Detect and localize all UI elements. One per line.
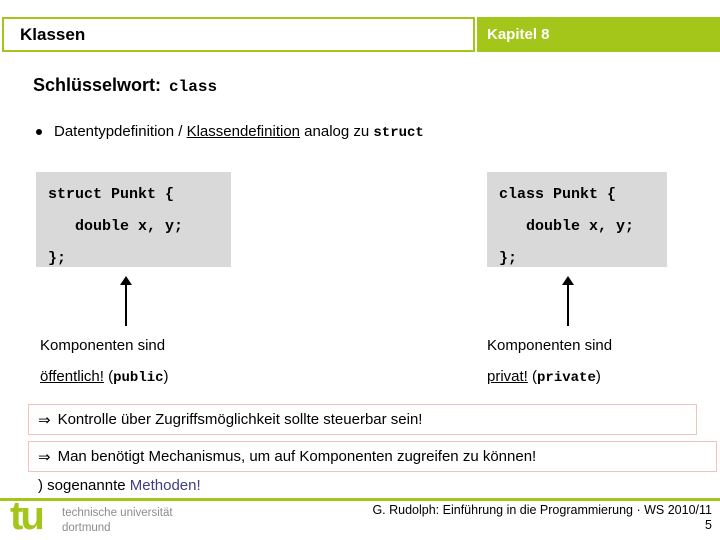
statement-text: Man benötigt Mechanismus, um auf Kompone… [57,448,537,465]
bullet-text-underlined: Klassendefinition [186,123,301,140]
bullet-icon [36,129,42,135]
chapter-label: Kapitel 8 [487,26,550,43]
public-keyword: public [113,370,164,386]
statement-text: Kontrolle über Zugriffsmöglichkeit sollt… [57,411,423,428]
university-name-line2: dortmund [62,522,111,534]
keyword-label: Schlüsselwort: [33,75,162,95]
code-line: class Punkt { [499,186,617,203]
bullet-text: Datentypdefinition / Klassendefinition a… [54,123,424,141]
chapter-badge: Kapitel 8 [477,17,720,52]
private-keyword: private [537,370,596,386]
right-visibility-line: privat! (private) [487,368,601,386]
keyword-line: Schlüsselwort: class [33,75,217,96]
arrow-shaft [125,283,127,326]
arrow-shaft [567,283,569,326]
methods-line: ) sogenannte Methoden! [38,477,201,494]
class-code-box: class Punkt { double x, y; }; [487,172,667,267]
struct-code-box: struct Punkt { double x, y; }; [36,172,231,267]
university-name-line1: technische universität [62,507,173,519]
page-title-label: Klassen [20,24,86,44]
methods-arrow: ) [38,477,43,494]
left-visibility-word: öffentlich! [40,368,104,385]
right-visibility-word: privat! [487,368,528,385]
paren-close: ) [595,368,601,385]
left-components-line: Komponenten sind [40,337,166,354]
bullet-text-code: struct [373,125,424,141]
right-components-line: Komponenten sind [487,337,613,354]
page-title: Klassen [2,17,475,52]
statement-box-mechanism: ⇒ Man benötigt Mechanismus, um auf Kompon… [28,441,717,472]
arrow-head [120,276,132,285]
code-line: }; [499,250,518,267]
methods-text: sogenannte [43,477,130,494]
bullet-text-mid: analog zu [300,123,374,140]
tu-dortmund-logo: tu [10,494,45,538]
arrow-head [562,276,574,285]
keyword-code: class [169,78,218,96]
up-arrow-icon [120,276,132,326]
implies-arrow-icon: ⇒ [38,448,51,466]
statement-box-control: ⇒ Kontrolle über Zugriffsmöglichkeit soll… [28,404,697,435]
paren-close: ) [163,368,169,385]
code-line: struct Punkt { [48,186,175,203]
methods-highlight: Methoden! [129,477,201,494]
footer-divider [0,498,720,501]
up-arrow-icon [562,276,574,326]
code-line: }; [48,250,67,267]
code-line: double x, y; [48,218,184,235]
university-name: technische universität dortmund [62,506,173,536]
bullet-line: Datentypdefinition / Klassendefinition a… [36,123,424,141]
paren-open: ( [103,368,114,385]
implies-arrow-icon: ⇒ [38,411,51,429]
bullet-text-pre: Datentypdefinition / [54,123,187,140]
left-visibility-line: öffentlich! (public) [40,368,169,386]
paren-open: ( [527,368,538,385]
page-number: 5 [705,518,712,532]
footer-credit: G. Rudolph: Einführung in die Programmie… [372,503,712,517]
code-line: double x, y; [499,218,635,235]
